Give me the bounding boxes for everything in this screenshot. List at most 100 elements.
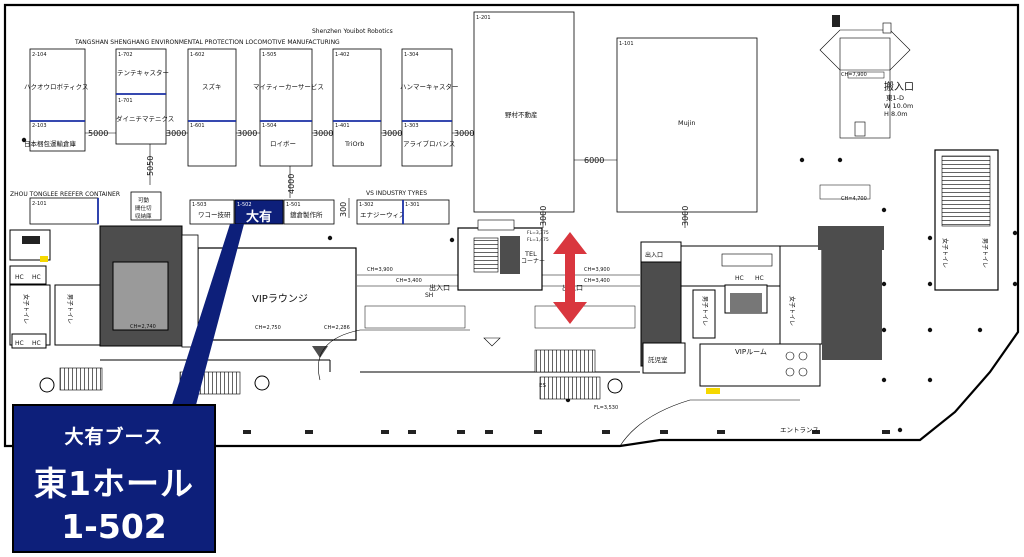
header-shenzhen: Shenzhen Youibot Robotics	[312, 28, 393, 35]
svg-text:TEL: TEL	[524, 250, 537, 258]
booth-callout: 大有ブース 東1ホール 1-502	[12, 404, 216, 553]
svg-text:東1-D: 東1-D	[886, 93, 904, 102]
svg-text:VIPラウンジ: VIPラウンジ	[252, 293, 308, 305]
booth-1-502-highlight[interactable]: 1-502 大有	[234, 199, 284, 225]
entrance-area: エントランス	[318, 329, 819, 447]
svg-text:1-304: 1-304	[404, 52, 419, 58]
svg-text:1-503: 1-503	[192, 202, 207, 208]
booth-1-301[interactable]: 1-301	[402, 199, 450, 225]
center-core: TEL コーナー FL=3,375 FL=1,475	[457, 219, 549, 291]
svg-text:コーナー: コーナー	[521, 258, 545, 265]
dim-3000-a: 3000	[166, 129, 186, 138]
dimension-lines	[85, 132, 686, 228]
header-tangshan: TANGSHAN SHENGHANG ENVIRONMENTAL PROTECT…	[74, 39, 340, 46]
partition-storage: 可動 間仕切 収納庫	[130, 191, 162, 221]
svg-text:FL=3,530: FL=3,530	[594, 405, 618, 411]
svg-text:CH=2,750: CH=2,750	[255, 325, 281, 331]
svg-text:HC: HC	[32, 340, 41, 347]
dim-3000-b: 3000	[237, 129, 257, 138]
booth-1-602[interactable]: 1-602 スズキ	[187, 48, 237, 122]
svg-text:1-601: 1-601	[190, 123, 205, 129]
svg-text:1-702: 1-702	[118, 52, 133, 58]
svg-text:ハクオウロボティクス: ハクオウロボティクス	[24, 83, 88, 91]
svg-text:CH=3,900: CH=3,900	[584, 267, 610, 273]
svg-text:ES: ES	[539, 383, 546, 389]
svg-text:男子トイレ: 男子トイレ	[66, 294, 73, 324]
svg-text:2-101: 2-101	[32, 201, 47, 207]
svg-text:スズキ: スズキ	[202, 82, 222, 91]
svg-text:VIPルーム: VIPルーム	[735, 348, 767, 356]
svg-text:CH=4,700: CH=4,700	[841, 196, 867, 202]
booth-1-503[interactable]: 1-503 ワコー技研	[189, 199, 235, 225]
building-outline	[3, 3, 1020, 448]
svg-text:2-103: 2-103	[32, 123, 47, 129]
svg-text:1-301: 1-301	[405, 202, 420, 208]
svg-text:1-401: 1-401	[335, 123, 350, 129]
svg-text:HC: HC	[15, 340, 24, 347]
svg-text:CH=3,900: CH=3,900	[367, 267, 393, 273]
svg-text:FL=3,375: FL=3,375	[527, 230, 549, 236]
svg-text:1-501: 1-501	[286, 202, 301, 208]
svg-text:SH: SH	[425, 292, 433, 299]
right-stairs: 女子トイレ 男子トイレ	[934, 149, 999, 291]
svg-text:CH=2,740: CH=2,740	[130, 324, 156, 330]
booth-1-505[interactable]: 1-505 マイティーカーサービス	[253, 48, 324, 122]
booth-1-501[interactable]: 1-501 鍍倉製作所	[283, 199, 335, 225]
booth-2-101[interactable]: 2-101	[29, 197, 99, 225]
dim-3000-d: 3000	[382, 129, 402, 138]
dim-3000-e: 3000	[454, 129, 474, 138]
svg-text:TriOrb: TriOrb	[344, 140, 364, 148]
svg-text:1-302: 1-302	[359, 202, 374, 208]
booth-1-701[interactable]: 1-701 ダイニチマテニクス	[115, 93, 174, 145]
svg-text:1-504: 1-504	[262, 123, 277, 129]
booth-2-104[interactable]: 2-104 ハクオウロボティクス	[24, 48, 88, 122]
right-core: 出入口 HC HC 男子トイレ 女子トイレ 託児室 VIPルーム	[640, 226, 884, 394]
svg-text:HC: HC	[755, 275, 764, 282]
svg-text:大有: 大有	[246, 209, 272, 225]
callout-booth-number: 1-502	[61, 507, 167, 546]
svg-text:FL=1,475: FL=1,475	[527, 237, 549, 243]
booth-1-101[interactable]: 1-101 Mujin	[616, 37, 758, 213]
booth-1-401[interactable]: 1-401 TriOrb	[332, 120, 382, 167]
svg-text:1-505: 1-505	[262, 52, 277, 58]
svg-text:H 8.0m: H 8.0m	[884, 110, 908, 118]
svg-text:CH=3,400: CH=3,400	[396, 278, 422, 284]
wall-lights	[243, 430, 890, 434]
svg-text:HC: HC	[32, 274, 41, 281]
callout-pointer	[172, 224, 244, 405]
svg-text:エントランス: エントランス	[780, 426, 819, 434]
booth-1-601[interactable]: 1-601	[187, 120, 237, 167]
left-core: CH=2,740 HC HC 女子トイレ HC HC 男子トイレ	[9, 225, 183, 349]
booth-1-302[interactable]: 1-302 エナジーウィズ	[356, 199, 406, 225]
booth-1-402[interactable]: 1-402	[332, 48, 382, 122]
dim-3000-f: 3000	[539, 206, 548, 226]
callout-hall: 東1ホール	[34, 464, 194, 503]
booth-1-702[interactable]: 1-702 テンテキャスター	[115, 48, 169, 95]
svg-text:可動: 可動	[138, 196, 150, 204]
svg-text:収納庫: 収納庫	[135, 212, 152, 220]
svg-text:マイティーカーサービス: マイティーカーサービス	[253, 82, 324, 91]
svg-text:HC: HC	[15, 274, 24, 281]
svg-text:1-101: 1-101	[619, 41, 634, 47]
svg-text:HC: HC	[735, 275, 744, 282]
svg-text:1-303: 1-303	[404, 123, 419, 129]
booth-1-201[interactable]: 1-201 野村不動産	[473, 11, 575, 213]
svg-text:ロイボー: ロイボー	[270, 140, 296, 148]
booth-1-303[interactable]: 1-303 アライブロバンス	[401, 120, 455, 167]
svg-text:日本梱包運輸倉庫: 日本梱包運輸倉庫	[24, 139, 77, 148]
dim-300: 300	[339, 202, 348, 217]
red-double-arrow	[553, 232, 587, 324]
dim-3000-g: 3000	[681, 206, 690, 226]
svg-text:CH=2,286: CH=2,286	[324, 325, 350, 331]
dim-6000: 6000	[584, 156, 604, 165]
svg-text:女子トイレ: 女子トイレ	[941, 238, 949, 268]
svg-text:1-201: 1-201	[476, 15, 491, 21]
svg-text:男子トイレ: 男子トイレ	[701, 296, 708, 326]
booth-1-304[interactable]: 1-304 ハンマーキャスター	[400, 48, 459, 122]
booth-2-103[interactable]: 2-103 日本梱包運輸倉庫	[24, 120, 86, 152]
svg-text:1-701: 1-701	[118, 98, 133, 104]
svg-text:ダイニチマテニクス: ダイニチマテニクス	[116, 114, 174, 123]
svg-text:1-502: 1-502	[237, 202, 252, 208]
booth-1-504[interactable]: 1-504 ロイボー	[259, 120, 313, 167]
